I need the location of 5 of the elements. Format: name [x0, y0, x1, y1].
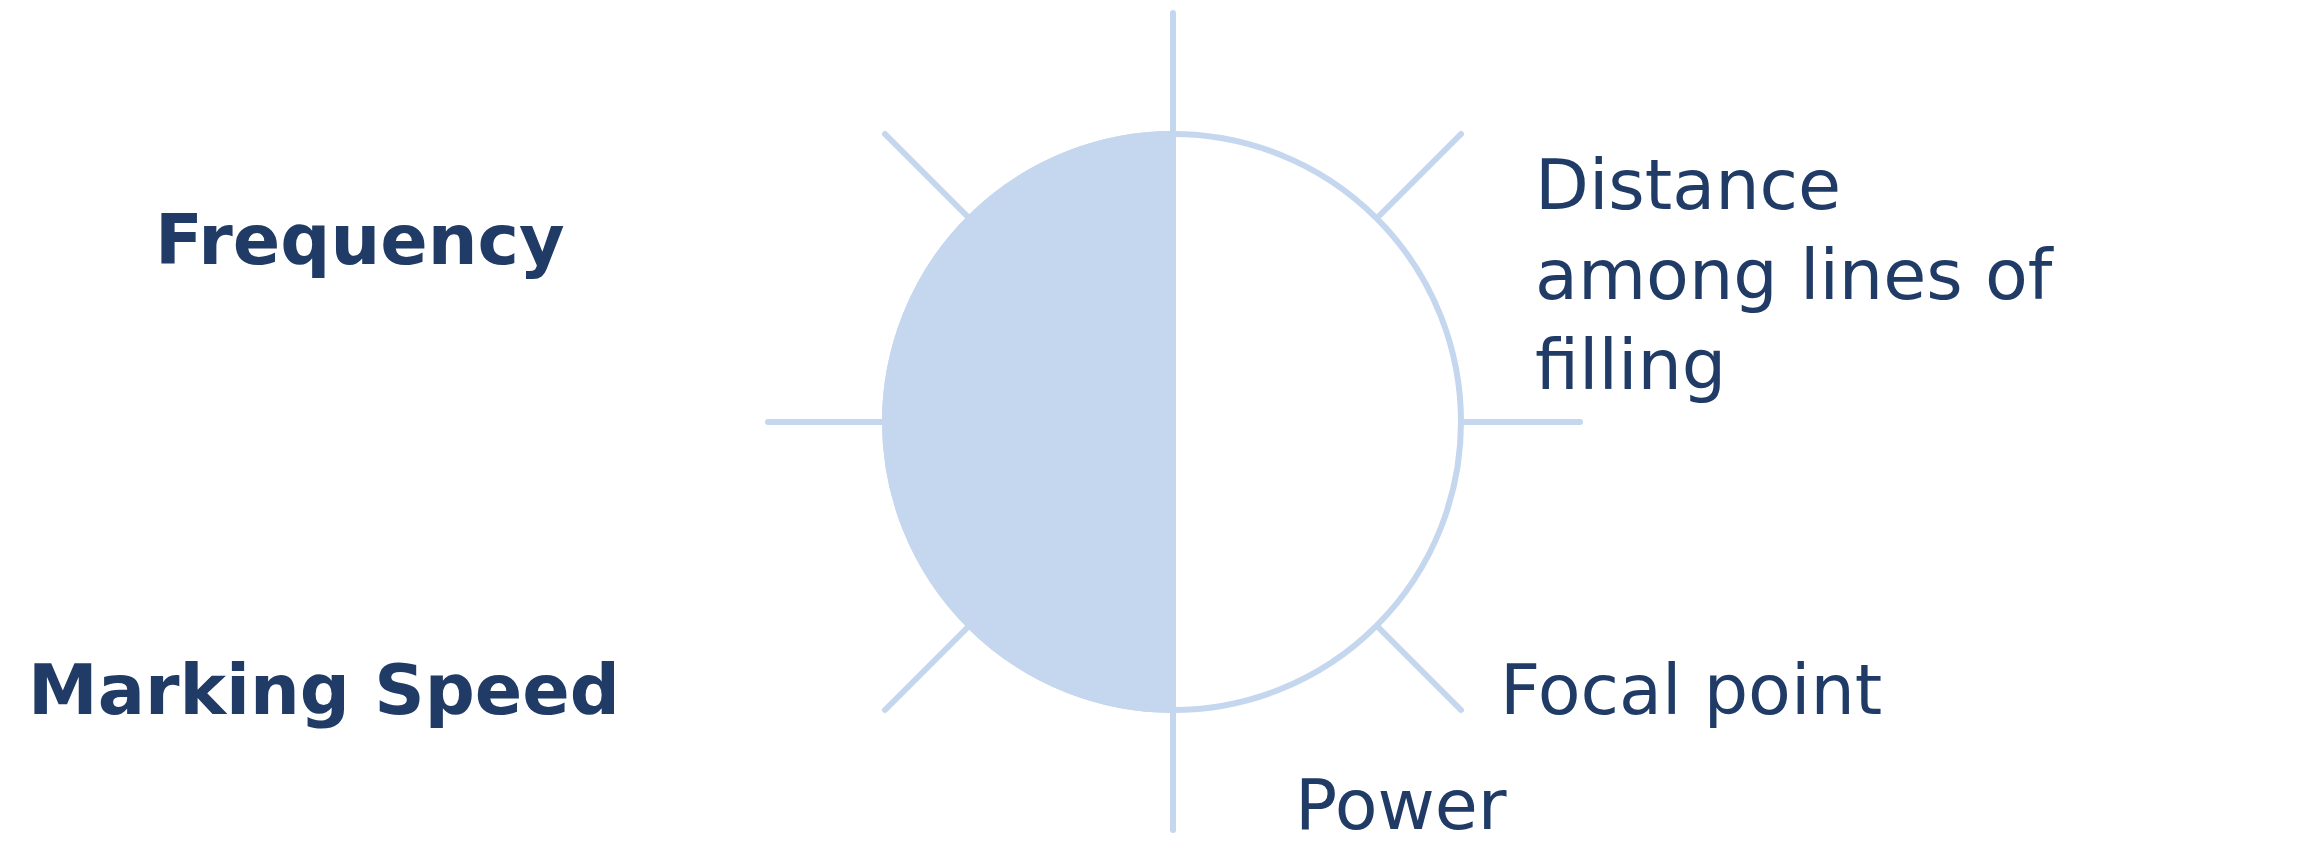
factor-label: Focal point — [1500, 648, 1883, 733]
factor-label: Power — [1295, 763, 1507, 848]
factor-label: Distance among lines of filling — [1535, 143, 2055, 408]
factor-label: Marking Speed — [28, 648, 620, 733]
factor-label: Frequency — [155, 198, 565, 283]
